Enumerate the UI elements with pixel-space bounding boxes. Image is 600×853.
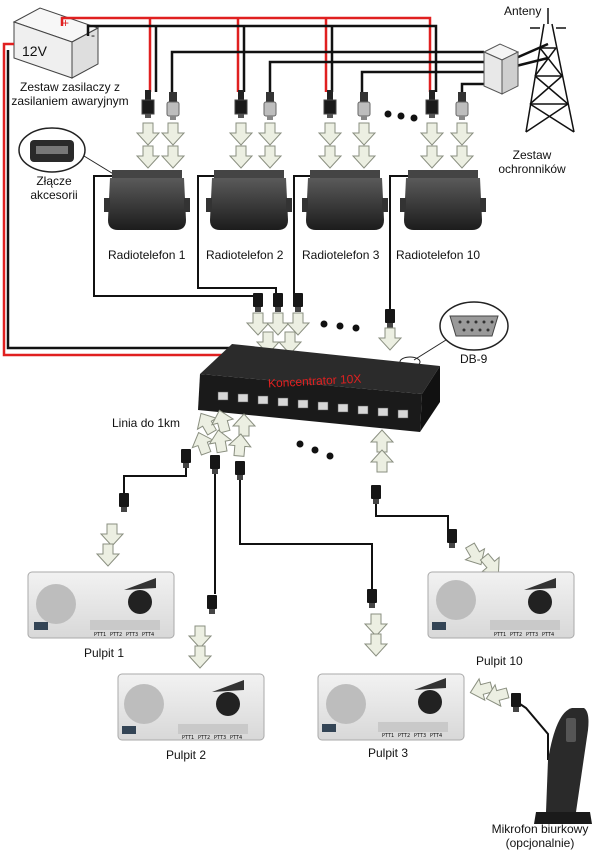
radio-3-label: Radiotelefon 3 [302,248,380,262]
console-10-ptt-labels: PTT1 PTT2 PTT3 PTT4 [494,632,554,638]
ptt-label: PTT3 [214,735,226,741]
ptt-label: PTT1 [94,632,106,638]
console-3-label: Pulpit 3 [368,746,409,760]
battery-minus-label: - [91,28,95,42]
radio-2-label: Radiotelefon 2 [206,248,284,262]
console-2-ptt-labels: PTT1 PTT2 PTT3 PTT4 [182,735,242,741]
ptt-label: PTT4 [430,733,442,739]
ptt-label: PTT2 [110,632,122,638]
arrows-plugs-to-radios [136,122,474,169]
ellipsis-dots-bottom [296,440,334,460]
antenna-cables [170,42,549,92]
db9-label: DB-9 [460,352,488,366]
ptt-label: PTT3 [414,733,426,739]
surge-protector-box [482,43,520,95]
antennas-label: Anteny [504,4,542,18]
radio-2 [206,170,292,230]
ptt-label: PTT1 [494,632,506,638]
accessory-connector-label: Złącze akcesorii [30,174,78,202]
console-3-ptt-labels: PTT1 PTT2 PTT3 PTT4 [382,733,442,739]
ptt-label: PTT4 [142,632,154,638]
db9-connector-zoom [399,301,509,368]
console-1 [27,571,175,639]
radio-1 [104,170,190,230]
desk-microphone [534,708,592,824]
ptt-label: PTT4 [542,632,554,638]
power-supply-label: Zestaw zasilaczy z zasilaniem awaryjnym [11,80,129,108]
console-10-label: Pulpit 10 [476,654,523,668]
ground-wires [6,24,438,350]
line-length-label: Linia do 1km [112,416,181,430]
battery-voltage-label: 12V [22,43,47,59]
accessory-cables [93,175,408,312]
ptt-label: PTT3 [126,632,138,638]
battery-plus-label: + [62,16,70,30]
accessory-connector-zoom [18,127,141,187]
console-2-label: Pulpit 2 [166,748,207,762]
concentrator-10x [198,344,440,432]
arrows-to-concentrator [246,312,402,355]
console-3 [317,673,465,741]
console-10 [427,571,575,639]
radio-3 [302,170,388,230]
console-1-ptt-labels: PTT1 PTT2 PTT3 PTT4 [94,632,154,638]
ptt-label: PTT2 [398,733,410,739]
ptt-label: PTT1 [382,733,394,739]
ptt-label: PTT3 [526,632,538,638]
radio-1-label: Radiotelefon 1 [108,248,186,262]
radio-10-label: Radiotelefon 10 [396,248,481,262]
connector-plugs [141,89,469,121]
ptt-label: PTT1 [182,735,194,741]
console-1-label: Pulpit 1 [84,646,125,660]
ptt-label: PTT2 [510,632,522,638]
power-wires [2,16,432,357]
ellipsis-dots-top [384,110,418,122]
microphone-label: Mikrofon biurkowy (opcjonalnie) [491,822,589,850]
power-supply-box [12,7,100,79]
protectors-label: Zestaw ochronników [498,148,566,176]
ptt-label: PTT4 [230,735,242,741]
ellipsis-dots-mid [320,320,360,332]
console-2 [117,673,265,741]
antenna-tower [525,8,575,133]
radio-10 [400,170,486,230]
console-cables [123,460,549,760]
ptt-label: PTT2 [198,735,210,741]
